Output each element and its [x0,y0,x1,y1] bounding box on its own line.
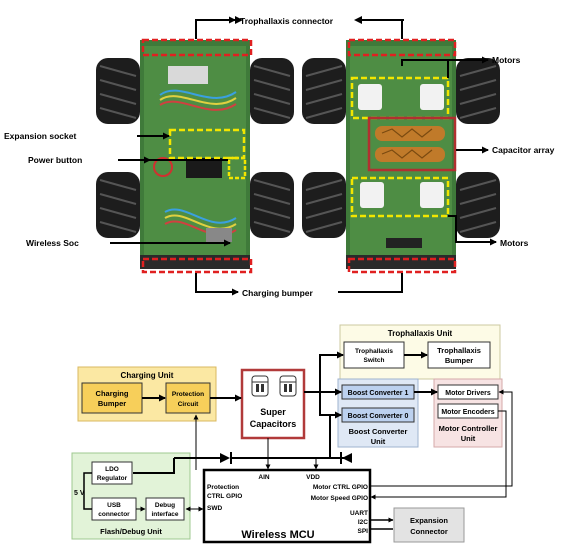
wheel [456,58,500,124]
protection-circuit-line2: Circuit [178,401,199,408]
expansion-connector: Expansion Connector [393,507,465,543]
trophallaxis-unit-title: Trophallaxis Unit [388,329,453,338]
pin-motor-speed: Motor Speed GPIO [311,495,368,502]
wheel [250,58,294,124]
wheel [96,172,140,238]
pin-uart: UART [350,510,368,517]
wheel [250,172,294,238]
flash-unit-title: Flash/Debug Unit [100,527,162,536]
charging-bumper-line1: Charging [96,389,129,398]
super-capacitors-line1: Super [260,407,286,417]
super-capacitors-line2: Capacitors [250,419,297,429]
debug-line2: interface [151,511,178,518]
callout-capacitor-array: Capacitor array [492,145,555,155]
callout-lines [110,16,497,296]
wheel [302,58,346,124]
pin-motor-ctrl: Motor CTRL GPIO [313,484,368,491]
mcu-title: Wireless MCU [241,529,314,541]
pin-protection-line1: Protection [207,484,239,491]
connections [83,351,513,530]
five-volt-label: 5 V [74,490,85,497]
expansion-line2: Connector [410,527,448,536]
charging-unit-title: Charging Unit [121,371,174,380]
callout-power-button: Power button [28,155,82,165]
flash-debug-unit: LDO Regulator USB connector Debug interf… [71,452,191,540]
callout-wireless-soc: Wireless Soc [26,238,79,248]
trophallaxis-bumper-line2: Bumper [445,356,473,365]
wheel [96,58,140,124]
motor-unit-title-line2: Unit [461,434,476,443]
ldo-line2: Regulator [97,475,128,482]
trophallaxis-switch-line2: Switch [364,357,385,364]
callout-charging-bumper: Charging bumper [242,288,314,298]
boost-unit-title-line2: Unit [371,437,386,446]
pin-vdd: VDD [306,474,320,481]
motor-encoders: Motor Encoders [441,409,494,416]
trophallaxis-unit: Trophallaxis Unit Trophallaxis Switch Tr… [339,324,501,380]
debug-line1: Debug [155,502,175,509]
callout-motors-bottom: Motors [500,238,529,248]
charging-unit: Charging Unit Charging Bumper Protection… [77,366,217,422]
pin-protection-line2: CTRL GPIO [207,493,242,500]
trophallaxis-switch-line1: Trophallaxis [355,348,393,355]
usb-line2: connector [98,511,130,518]
motor-drivers: Motor Drivers [445,390,491,397]
wheel [456,172,500,238]
robot-photo-right [302,38,500,274]
boost-converter-0: Boost Converter 0 [348,413,409,420]
boost-converter-unit: Boost Converter 1 Boost Converter 0 Boos… [337,378,419,448]
pin-i2c: I2C [358,519,368,526]
pin-swd: SWD [207,505,222,512]
wireless-mcu: Wireless MCU AIN VDD Protection CTRL GPI… [202,468,372,544]
motor-unit-title-line1: Motor Controller [439,424,498,433]
trophallaxis-bumper-line1: Trophallaxis [437,346,481,355]
ldo-line1: LDO [105,466,119,473]
pin-ain: AIN [258,474,270,481]
protection-circuit-line1: Protection [172,391,204,398]
boost-unit-title-line1: Boost Converter [349,427,408,436]
diode-icon [340,452,352,464]
boost-converter-1: Boost Converter 1 [348,390,409,397]
motor-controller-unit: Motor Drivers Motor Encoders Motor Contr… [433,378,503,448]
charging-bumper-line2: Bumper [98,399,126,408]
callout-motors-top: Motors [492,55,521,65]
callout-trophallaxis-connector: Trophallaxis connector [240,16,334,26]
callout-expansion-socket: Expansion socket [4,131,76,141]
expansion-line1: Expansion [410,516,448,525]
capacitor-icon [251,375,297,397]
pin-spi: SPI [358,528,369,535]
super-capacitors: Super Capacitors [240,368,306,440]
diode-icon [220,452,232,464]
wheel [302,172,346,238]
robot-photo-left [96,38,294,274]
usb-line1: USB [107,502,121,509]
